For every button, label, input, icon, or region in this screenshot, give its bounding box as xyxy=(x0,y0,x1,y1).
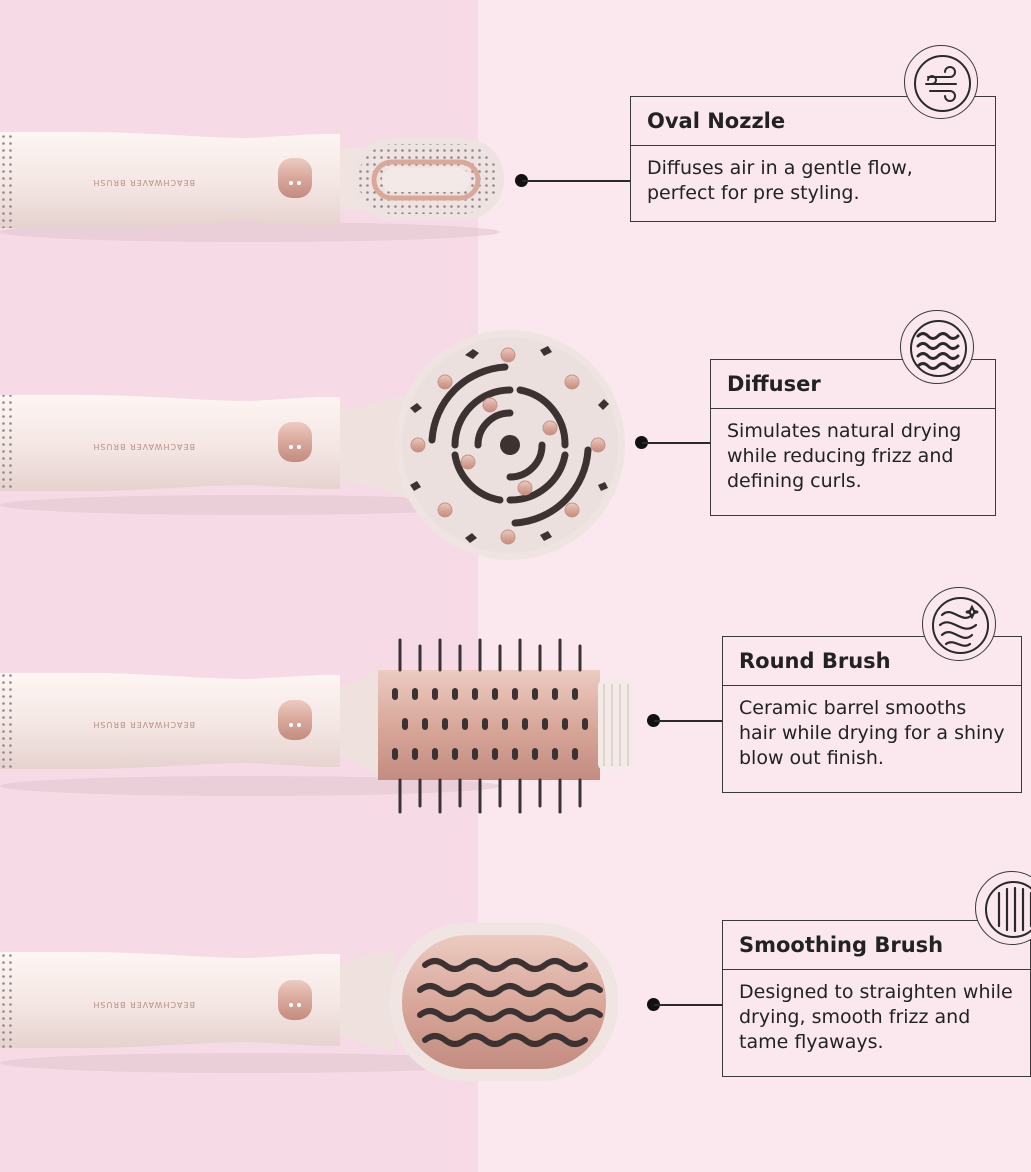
feature-description: Diffuses air in a gentle flow, perfect f… xyxy=(647,157,913,204)
badge-round-brush xyxy=(922,587,996,661)
connector-dot xyxy=(635,436,648,449)
feature-card-smoothing-brush: Smoothing Brush Designed to straighten w… xyxy=(722,920,1031,1077)
connector-line xyxy=(654,720,723,722)
connector-dot xyxy=(647,998,660,1011)
badge-smoothing-brush xyxy=(975,871,1031,945)
feature-title: Smoothing Brush xyxy=(723,921,1030,970)
svg-text:BEACHWAVER BRUSH: BEACHWAVER BRUSH xyxy=(92,1000,195,1009)
feature-card-round-brush: Round Brush Ceramic barrel smooths hair … xyxy=(722,636,1022,793)
tool-diffuser: BEACHWAVER BRUSH xyxy=(0,330,625,560)
svg-text:BEACHWAVER BRUSH: BEACHWAVER BRUSH xyxy=(92,720,195,729)
wavy-lines-icon xyxy=(916,332,960,370)
feature-card-diffuser: Diffuser Simulates natural drying while … xyxy=(710,359,996,516)
feature-description: Simulates natural drying while reducing … xyxy=(727,420,962,492)
connector-dot xyxy=(515,174,528,187)
tool-round-brush: BEACHWAVER BRUSH xyxy=(0,638,632,814)
feature-card-oval-nozzle: Oval Nozzle Diffuses air in a gentle flo… xyxy=(630,96,996,222)
wind-icon xyxy=(925,66,957,102)
straight-lines-icon xyxy=(997,886,1031,933)
shiny-wave-icon xyxy=(938,604,979,647)
connector-dot xyxy=(647,714,660,727)
feature-description: Ceramic barrel smooths hair while drying… xyxy=(739,697,1005,769)
connector-line xyxy=(642,442,711,444)
brand-text: BEACHWAVER BRUSH xyxy=(92,178,195,187)
svg-text:BEACHWAVER BRUSH: BEACHWAVER BRUSH xyxy=(92,442,195,451)
feature-title: Diffuser xyxy=(711,360,995,409)
product-illustration: BEACHWAVER BRUSH BEACHWAVER BRUSH xyxy=(0,132,632,1081)
badge-diffuser xyxy=(900,310,974,384)
feature-title: Oval Nozzle xyxy=(631,97,995,146)
connector-line xyxy=(654,1004,723,1006)
tool-smoothing-brush: BEACHWAVER BRUSH xyxy=(0,923,618,1081)
feature-description: Designed to straighten while drying, smo… xyxy=(739,981,1013,1053)
connector-line xyxy=(522,180,631,182)
tool-oval-nozzle: BEACHWAVER BRUSH xyxy=(0,132,504,242)
badge-oval-nozzle xyxy=(904,45,978,119)
feature-title: Round Brush xyxy=(723,637,1021,686)
